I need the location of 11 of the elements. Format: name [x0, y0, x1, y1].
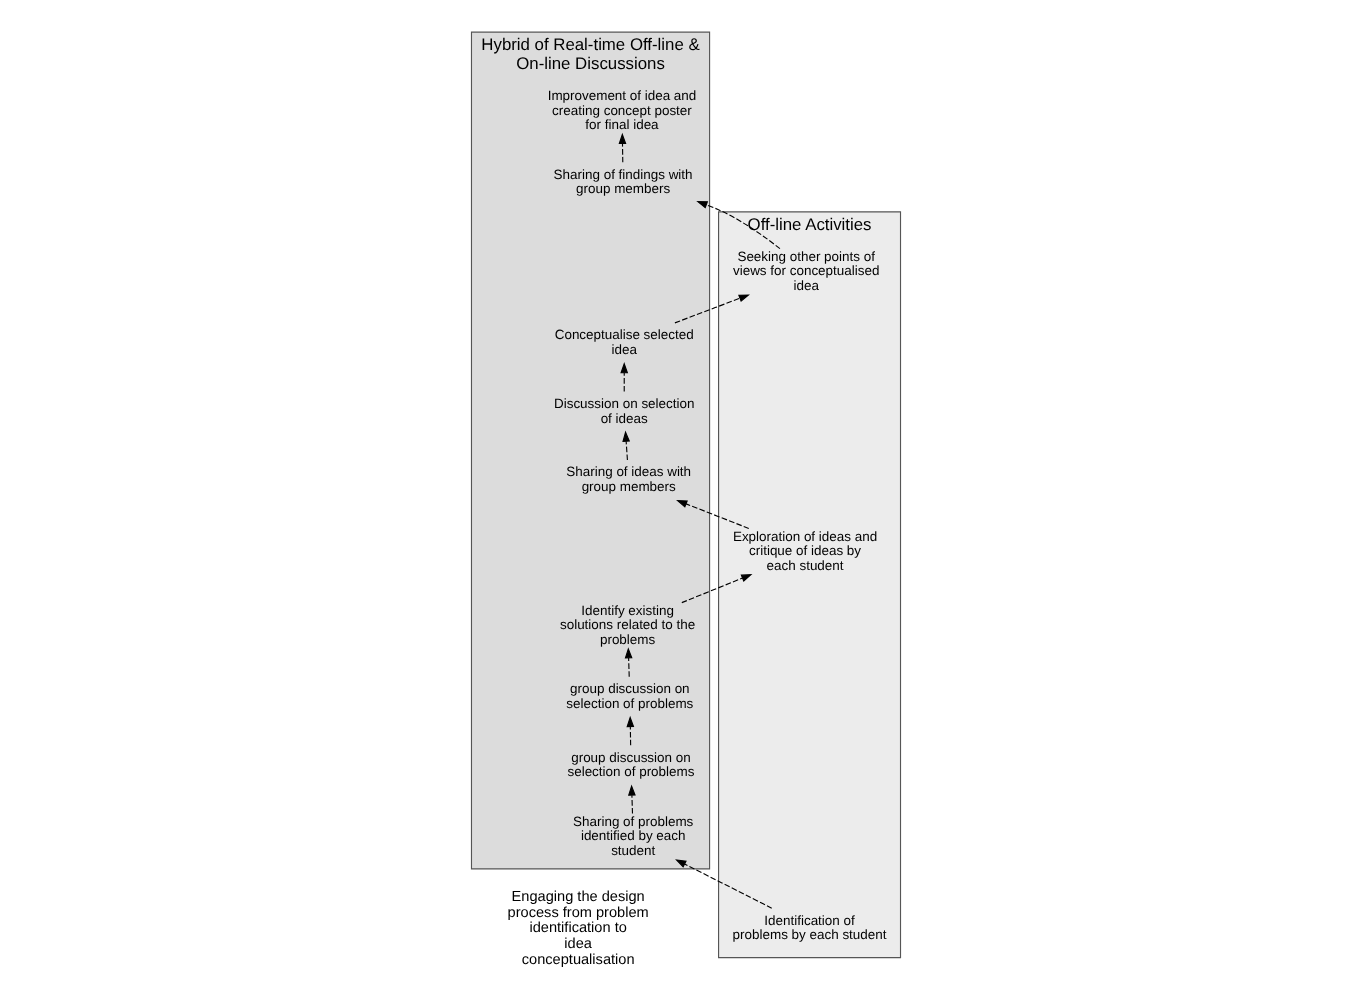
arrow: [673, 293, 749, 323]
arrow: [674, 858, 772, 908]
arrow: [617, 131, 626, 162]
arrow: [619, 361, 628, 392]
arrow: [675, 498, 749, 528]
arrow: [680, 573, 752, 603]
arrow: [623, 646, 632, 677]
arrow: [626, 783, 635, 814]
arrow: [625, 714, 634, 745]
arrow: [695, 200, 780, 249]
arrow: [621, 429, 630, 460]
